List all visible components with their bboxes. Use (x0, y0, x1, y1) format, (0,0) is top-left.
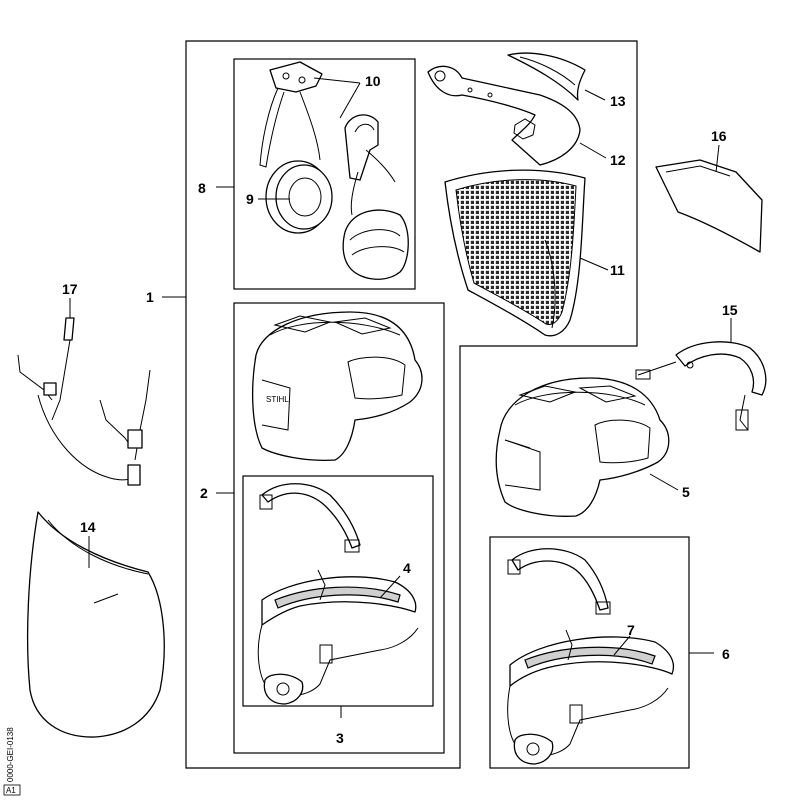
callout-16: 16 (711, 128, 727, 144)
callout-3: 3 (336, 730, 344, 746)
callout-5: 5 (682, 484, 690, 500)
callout-6: 6 (722, 646, 730, 662)
chin-strap-clip-part-15 (635, 341, 767, 431)
earmuff-cup (342, 114, 409, 280)
callout-11: 11 (610, 262, 625, 278)
frame-kit-2 (233, 302, 445, 754)
hearing-protector-arms-part-10 (259, 61, 323, 168)
corner-mark: A1 (6, 786, 16, 795)
head-harness-part-6 (507, 548, 675, 765)
visor-pivot-arm-part-12 (427, 65, 581, 166)
callout-12: 12 (610, 152, 626, 168)
visor-bracket-part-13 (507, 52, 586, 101)
callout-9: 9 (246, 191, 254, 207)
chin-strap-part-17 (17, 317, 151, 486)
ear-cushion-part-9 (265, 160, 333, 234)
callout-8: 8 (198, 180, 206, 196)
document-code: 0000-GEI-0138 (6, 727, 15, 782)
frame-kit-8 (233, 58, 416, 290)
callout-2: 2 (200, 485, 208, 501)
clear-visor-part-16 (655, 159, 763, 253)
callout-14: 14 (80, 519, 96, 535)
svg-text:STIHL: STIHL (266, 395, 289, 404)
callout-1: 1 (146, 289, 154, 305)
callout-4: 4 (403, 560, 411, 576)
face-shield-part-14 (27, 511, 165, 738)
callout-10: 10 (365, 73, 381, 89)
mesh-visor-part-11 (444, 169, 586, 337)
helmet-shell-part-5 (495, 377, 670, 517)
callout-15: 15 (722, 302, 738, 318)
frame-kit-3 (242, 475, 434, 707)
corner-mark-box (3, 784, 21, 796)
leader-lines (69, 77, 732, 718)
callout-7: 7 (627, 622, 635, 638)
callout-17: 17 (62, 281, 78, 297)
frame-kit-1 (185, 40, 638, 769)
callout-13: 13 (610, 93, 626, 109)
helmet-shell-part-2: STIHL (251, 311, 423, 461)
head-harness-part-3 (257, 483, 419, 705)
